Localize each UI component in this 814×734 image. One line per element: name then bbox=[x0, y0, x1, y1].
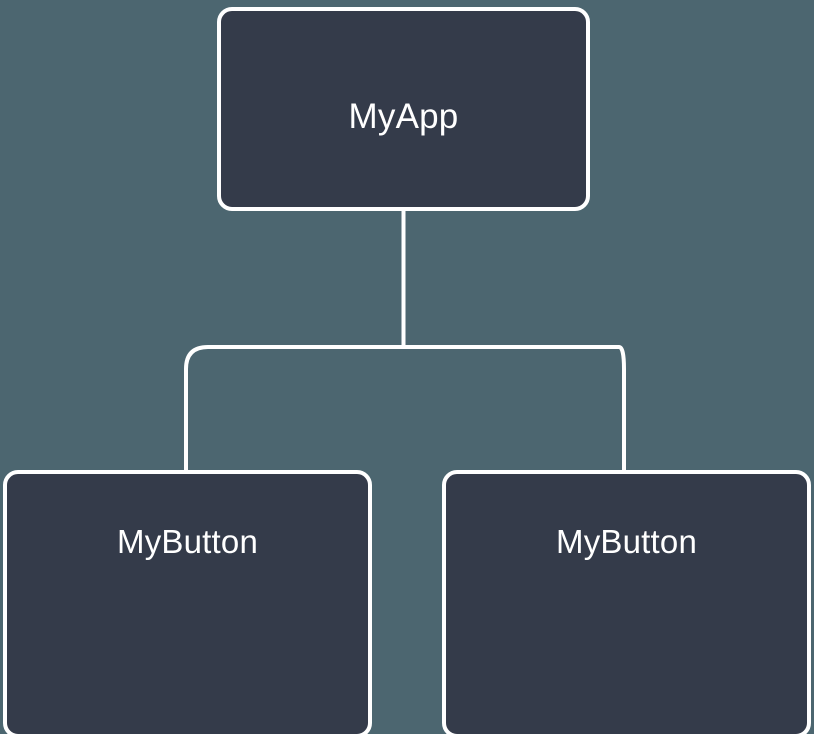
edge-branch-bar bbox=[184, 345, 626, 470]
node-mybutton-left-label: MyButton bbox=[117, 523, 258, 560]
node-myapp[interactable]: MyApp bbox=[217, 7, 590, 211]
node-mybutton-left[interactable]: MyButton count 1 bbox=[3, 470, 372, 734]
node-mybutton-right-label: MyButton bbox=[556, 523, 697, 560]
node-myapp-label: MyApp bbox=[348, 97, 459, 136]
node-mybutton-right[interactable]: MyButton count 0 bbox=[442, 470, 811, 734]
